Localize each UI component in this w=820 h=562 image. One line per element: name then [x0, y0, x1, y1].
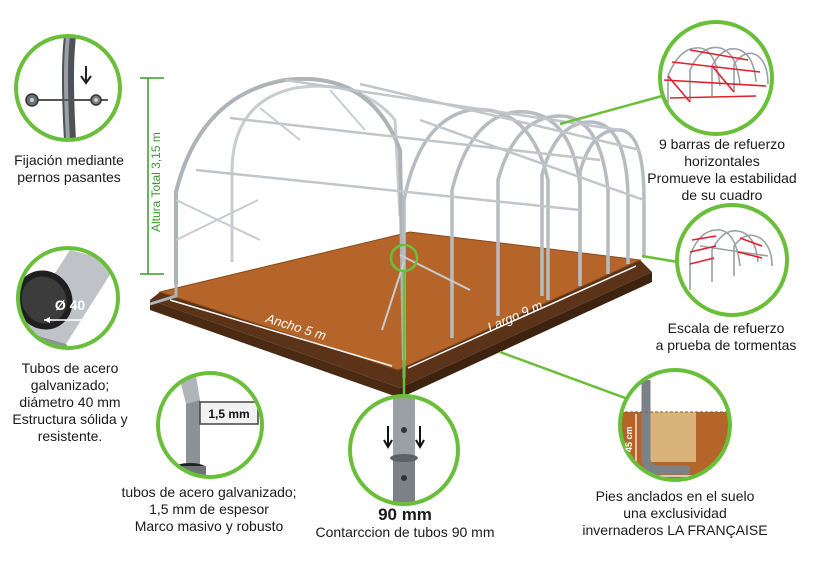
anchor-width-label: 40 cm — [659, 481, 685, 491]
junction-highlight — [389, 243, 419, 273]
caption-line: de su cuadro — [681, 187, 763, 203]
mini-greenhouse-bars-icon — [663, 46, 769, 112]
caption-line: invernaderos LA FRANÇAISE — [582, 522, 768, 538]
anchor-callout: 45 cm 40 cm — [618, 368, 732, 491]
caption-line: resistente. — [37, 428, 103, 444]
soil-surface — [160, 232, 640, 370]
caption-line: tubos de acero galvanizado; — [121, 484, 297, 500]
caption-line: Promueve la estabilidad — [647, 170, 797, 186]
caption-line: 9 barras de refuerzo — [658, 136, 786, 152]
connector-lines — [402, 94, 679, 404]
bars-callout — [658, 20, 774, 136]
thickness-callout: 1,5 mm — [156, 371, 264, 479]
caption-line: pernos pasantes — [17, 169, 121, 185]
thickness-caption: tubos de acero galvanizado; 1,5 mm de es… — [104, 484, 314, 535]
junction-headline: 90 mm — [378, 505, 432, 524]
caption-line: diámetro 40 mm — [19, 394, 121, 410]
anchor-caption: Pies anclados en el suelo una exclusivid… — [565, 488, 785, 539]
bolt-caption: Fijación mediante pernos pasantes — [4, 152, 134, 186]
caption-line: Contarccion de tubos 90 mm — [315, 524, 495, 540]
greenhouse-structure — [149, 76, 652, 398]
caption-line: Estructura sólida y — [12, 411, 128, 427]
caption-line: Marco masivo y robusto — [134, 518, 284, 534]
caption-line: galvanizado; — [30, 377, 110, 393]
bars-caption: 9 barras de refuerzo horizontales Promue… — [632, 136, 812, 204]
mini-greenhouse-ladder-icon — [689, 229, 773, 290]
bolt-callout — [14, 34, 122, 142]
storm-callout — [675, 203, 789, 317]
caption-line: Escala de refuerzo — [667, 320, 785, 336]
junction-caption: 90 mm Contarccion de tubos 90 mm — [300, 505, 510, 541]
tube-badge: Ø 40 — [55, 297, 86, 313]
caption-line: Fijación mediante — [14, 152, 124, 168]
tube-junction-icon — [383, 396, 425, 504]
tube-callout: Ø 40 — [16, 246, 120, 350]
storm-caption: Escala de refuerzo a prueba de tormentas — [636, 320, 816, 354]
caption-line: Pies anclados en el suelo — [595, 488, 755, 504]
junction-callout — [348, 394, 460, 506]
tube-caption: Tubos de acero galvanizado; diámetro 40 … — [0, 360, 140, 445]
bolt-icon — [25, 36, 108, 140]
thickness-badge: 1,5 mm — [208, 407, 249, 421]
caption-line: a prueba de tormentas — [655, 337, 797, 353]
anchor-height-label: 45 cm — [624, 426, 634, 452]
caption-line: horizontales — [684, 153, 760, 169]
height-label: Altura Total 3,15 m — [149, 132, 163, 232]
caption-line: Tubos de acero — [21, 360, 119, 376]
caption-line: una exclusividad — [623, 505, 727, 521]
caption-line: 1,5 mm de espesor — [149, 501, 269, 517]
height-dimension: Altura Total 3,15 m — [140, 77, 164, 275]
